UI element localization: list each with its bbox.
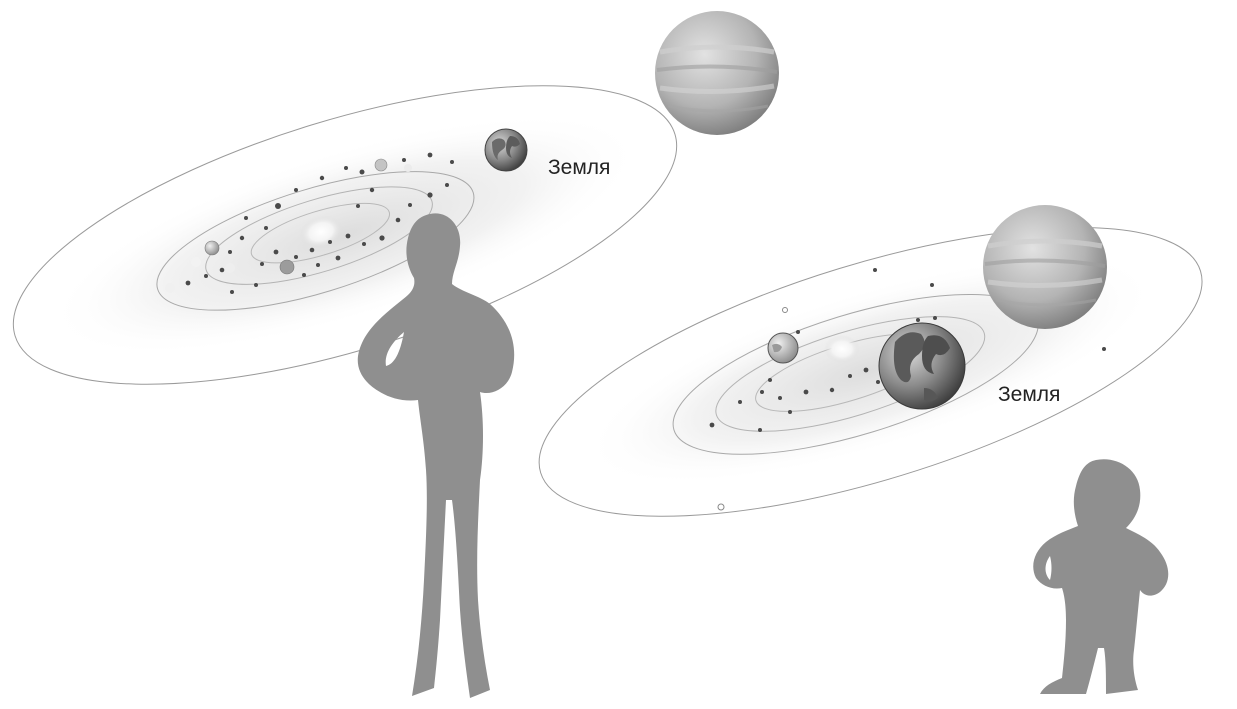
large-earth-icon [485,129,527,171]
large-mercury [205,241,219,255]
large-jupiter-icon [655,11,779,135]
child-silhouette [1033,459,1168,694]
earth-label-large-system: Земля [548,157,610,178]
small-jupiter-icon [983,205,1107,329]
small-earth-icon [879,323,965,409]
earth-label-small-system: Земля [998,384,1060,405]
large-mars [280,260,294,274]
large-solar-system [0,24,709,446]
small-planet-icon [768,333,798,363]
small-sun [824,335,860,363]
large-venus [375,159,387,171]
large-system-glow [24,63,667,407]
